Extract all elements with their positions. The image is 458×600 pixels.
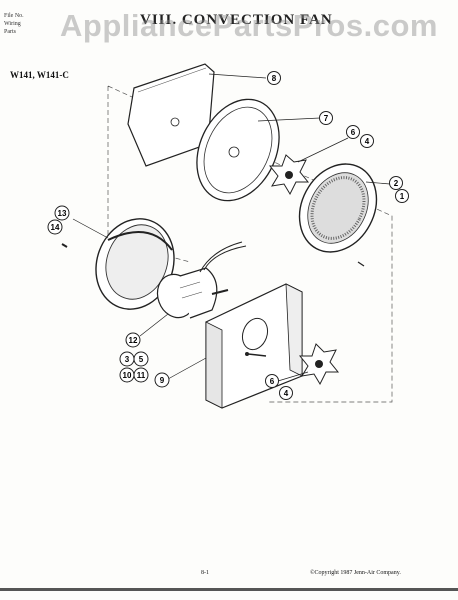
model-label: W141, W141-C xyxy=(10,70,69,80)
page-number: 8-1 xyxy=(201,570,209,576)
callout-12-label: 12 xyxy=(129,336,138,345)
callout-14-label: 14 xyxy=(51,223,60,232)
header-wiring-label: Wiring xyxy=(4,21,21,27)
fan-blade-upper-part xyxy=(268,154,310,196)
page-title: VIII. CONVECTION FAN xyxy=(140,12,333,28)
callout-4-lower: 4 xyxy=(279,386,293,400)
callout-4-upper-label: 4 xyxy=(365,137,370,146)
callout-9-label: 9 xyxy=(160,376,165,385)
callout-12: 12 xyxy=(125,332,141,348)
callout-6-upper-label: 6 xyxy=(351,128,356,137)
callout-8-label: 8 xyxy=(272,74,277,83)
mounting-bracket-part xyxy=(205,283,303,409)
header-file-label: File No. xyxy=(4,13,24,19)
header-parts-label: Parts xyxy=(4,29,16,35)
callout-2-label: 2 xyxy=(394,179,399,188)
callout-10: 10 xyxy=(119,367,135,383)
callout-group: 8 7 6 4 2 1 13 14 12 3 5 10 11 9 6 4 xyxy=(47,71,409,400)
copyright-notice: ©Copyright 1987 Jenn-Air Company. xyxy=(310,570,401,576)
callout-4-lower-label: 4 xyxy=(284,389,289,398)
motor-part xyxy=(156,241,247,319)
bottom-rule xyxy=(0,588,458,591)
callout-3-label: 3 xyxy=(125,355,130,364)
callout-5: 5 xyxy=(133,351,149,367)
callout-7: 7 xyxy=(319,111,333,125)
grille-cover-part xyxy=(298,163,378,253)
callout-6-lower: 6 xyxy=(265,374,279,388)
callout-8: 8 xyxy=(267,71,281,85)
callout-4-upper: 4 xyxy=(360,134,374,148)
watermark: AppliancePartsPros.com xyxy=(60,8,438,43)
callout-9: 9 xyxy=(154,372,170,388)
fan-housing-part xyxy=(95,218,175,310)
back-plate-part xyxy=(127,63,215,167)
callout-6-upper: 6 xyxy=(346,125,360,139)
callout-13: 13 xyxy=(54,205,70,221)
callout-13-label: 13 xyxy=(58,209,67,218)
callout-6-lower-label: 6 xyxy=(270,377,275,386)
callout-14: 14 xyxy=(47,219,63,235)
callout-1-label: 1 xyxy=(400,192,405,201)
callout-2: 2 xyxy=(389,176,403,190)
callout-5-label: 5 xyxy=(139,355,144,364)
leader-lines xyxy=(72,73,391,382)
callout-1: 1 xyxy=(395,189,409,203)
housing-screw-part xyxy=(61,243,68,248)
callout-7-label: 7 xyxy=(324,114,329,123)
callout-11: 11 xyxy=(133,367,149,383)
fan-blade-lower-part xyxy=(298,343,340,386)
callout-10-label: 10 xyxy=(123,371,132,380)
screw-part xyxy=(357,261,365,267)
callout-11-label: 11 xyxy=(137,371,146,380)
callout-3: 3 xyxy=(119,351,135,367)
